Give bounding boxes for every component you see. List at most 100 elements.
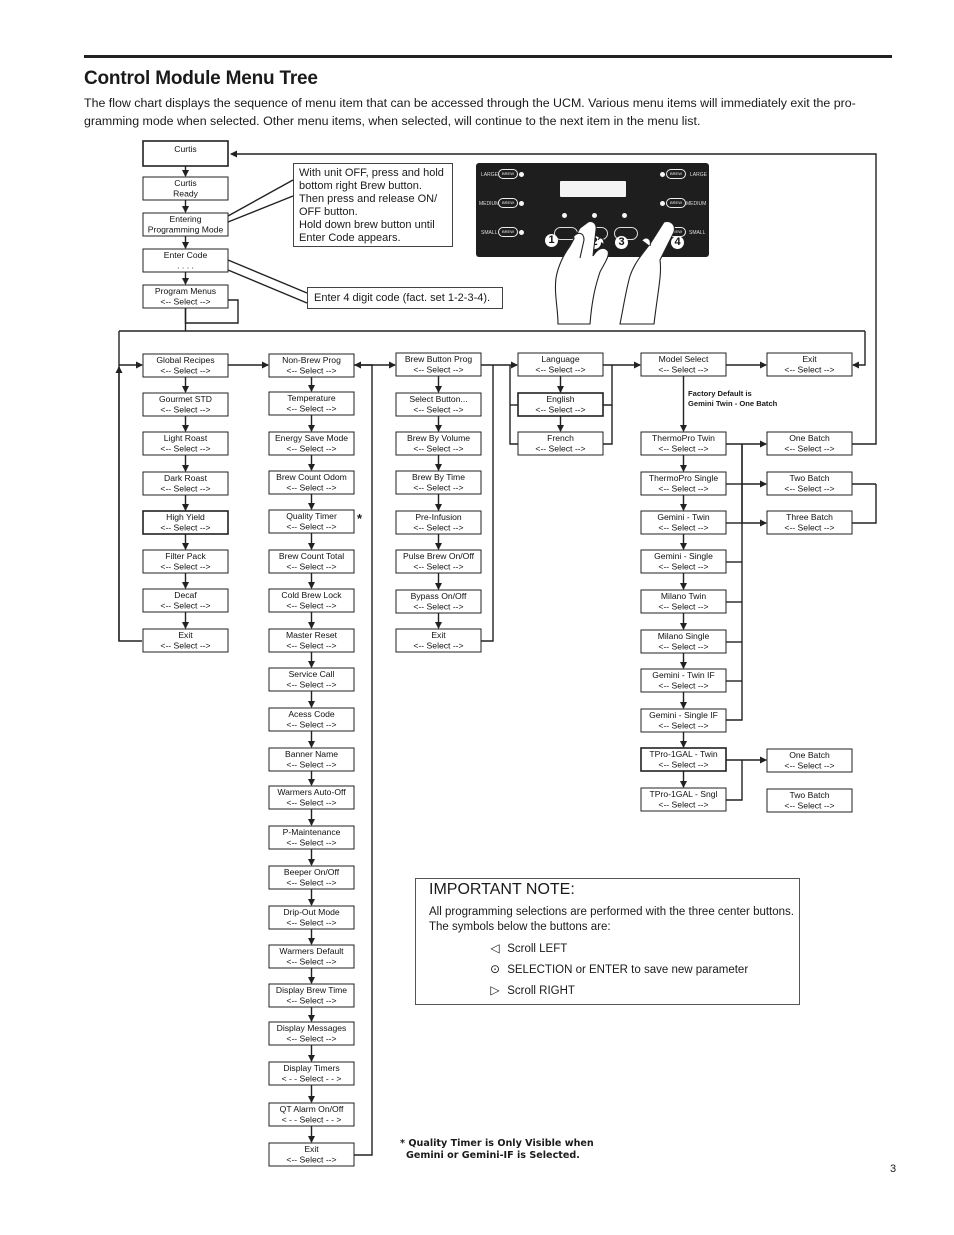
- panel-label: MEDIUM: [479, 201, 500, 207]
- menu-box-text: <-- Select -->: [658, 642, 708, 652]
- menu-box-text: Gemini - Single IF: [649, 710, 718, 720]
- menu-box-text: Curtis: [174, 144, 196, 154]
- menu-box-frame: [142, 212, 229, 237]
- menu-box-frame: [268, 1061, 355, 1086]
- menu-box-text: <-- Select -->: [535, 405, 585, 415]
- menu-box-frame: [640, 471, 727, 496]
- menu-box-gemini-twin-if: Gemini - Twin IF<-- Select -->: [640, 668, 727, 693]
- menu-box-gemini-twin: Gemini - Twin<-- Select -->: [640, 510, 727, 535]
- menu-box-frame: [640, 431, 727, 456]
- menu-box-global-recipes: Global Recipes<-- Select -->: [142, 353, 229, 378]
- menu-box-frame: [766, 788, 853, 813]
- menu-box-text: <-- Select -->: [286, 641, 336, 651]
- quality-timer-asterisk: *: [357, 511, 363, 526]
- page-number: 3: [890, 1163, 897, 1175]
- menu-box-text: <-- Select -->: [160, 562, 210, 572]
- menu-box-text: Gemini - Twin IF: [652, 670, 714, 680]
- menu-box-frame: [640, 747, 727, 772]
- menu-box-text: Brew By Volume: [407, 433, 470, 443]
- menu-box-program-menus: Program Menus<-- Select -->: [142, 284, 229, 309]
- circle-dot-icon: ⊙: [489, 962, 501, 976]
- callout-leader: [227, 269, 308, 304]
- menu-box-text: Curtis: [174, 178, 196, 188]
- menu-box-brew-count-total: Brew Count Total<-- Select -->: [268, 549, 355, 574]
- indicator-light: [519, 201, 524, 206]
- menu-box-text: <-- Select -->: [413, 602, 463, 612]
- menu-box-text: <-- Select -->: [286, 760, 336, 770]
- menu-box-tpro-sngl: TPro-1GAL - Sngl<-- Select -->: [640, 787, 727, 812]
- menu-box-display-timers: Display Timers< - - Select - - >: [268, 1061, 355, 1086]
- menu-box-text: Dark Roast: [164, 473, 208, 483]
- menu-box-text: Brew Count Total: [279, 551, 344, 561]
- menu-box-language: Language<-- Select -->: [517, 352, 604, 377]
- symbol-row-scroll-left: ◁ Scroll LEFT: [486, 941, 567, 955]
- menu-box-text: <-- Select -->: [286, 522, 336, 532]
- menu-box-filter-pack: Filter Pack<-- Select -->: [142, 549, 229, 574]
- menu-box-thermopro-twin: ThermoPro Twin<-- Select -->: [640, 431, 727, 456]
- menu-box-text: Master Reset: [286, 630, 338, 640]
- menu-box-text: Banner Name: [285, 749, 338, 759]
- symbol-label: Scroll LEFT: [507, 943, 568, 955]
- menu-box-text: Filter Pack: [165, 551, 206, 561]
- menu-box-frame: [268, 1142, 355, 1167]
- menu-box-text: <-- Select -->: [286, 838, 336, 848]
- power-on-callout: With unit OFF, press and hold bottom rig…: [293, 163, 453, 247]
- menu-box-text: Pulse Brew On/Off: [403, 551, 475, 561]
- menu-box-cold-brew-lock: Cold Brew Lock<-- Select -->: [268, 588, 355, 613]
- menu-box-frame: [142, 471, 229, 496]
- menu-box-milano-single: Milano Single<-- Select -->: [640, 629, 727, 654]
- menu-box-gemini-single-if: Gemini - Single IF<-- Select -->: [640, 708, 727, 733]
- menu-box-banner-name: Banner Name<-- Select -->: [268, 747, 355, 772]
- menu-box-tpro-twin: TPro-1GAL - Twin<-- Select -->: [640, 747, 727, 772]
- menu-box-thermopro-single: ThermoPro Single<-- Select -->: [640, 471, 727, 496]
- menu-box-text: <-- Select -->: [413, 365, 463, 375]
- factory-default-line: Gemini Twin - One Batch: [688, 399, 778, 408]
- bus-arrow: [852, 331, 866, 369]
- menu-box-frame: [268, 707, 355, 732]
- panel-label: MEDIUM: [686, 201, 707, 207]
- menu-box-frame: [640, 549, 727, 574]
- important-note-body: All programming selections are performed…: [429, 906, 794, 933]
- enter-code-callout: Enter 4 digit code (fact. set 1-2-3-4).: [307, 287, 503, 309]
- menu-box-text: <-- Select -->: [413, 444, 463, 454]
- callout-leader: [227, 259, 308, 294]
- menu-box-two-batch-tpro: Two Batch<-- Select -->: [766, 788, 853, 813]
- menu-box-text: One Batch: [789, 750, 830, 760]
- menu-box-frame: [766, 352, 853, 377]
- menu-box-text: Select Button...: [409, 394, 467, 404]
- important-note-box: IMPORTANT NOTE: All programming selectio…: [415, 878, 800, 1005]
- menu-box-text: <-- Select -->: [658, 484, 708, 494]
- menu-box-text: <-- Select -->: [286, 366, 336, 376]
- menu-box-high-yield: High Yield<-- Select -->: [142, 510, 229, 535]
- menu-box-text: <-- Select -->: [784, 484, 834, 494]
- menu-box-text: <-- Select -->: [160, 641, 210, 651]
- menu-box-text: <-- Select -->: [286, 720, 336, 730]
- menu-box-frame: [640, 352, 727, 377]
- menu-box-text: <-- Select -->: [658, 602, 708, 612]
- menu-box-english: English<-- Select -->: [517, 392, 604, 417]
- brew-button-pill: BREW: [498, 169, 518, 179]
- menu-box-text: <-- Select -->: [658, 444, 708, 454]
- menu-box-text: <-- Select -->: [160, 405, 210, 415]
- indicator-light: [519, 230, 524, 235]
- menu-box-text: Three Batch: [786, 512, 833, 522]
- menu-box-acess-code: Acess Code<-- Select -->: [268, 707, 355, 732]
- menu-box-text: . . . .: [177, 261, 194, 271]
- menu-box-frame: [395, 470, 482, 495]
- menu-box-frame: [640, 510, 727, 535]
- menu-box-non-brew-prog: Non-Brew Prog<-- Select -->: [268, 353, 355, 378]
- menu-box-text: Ready: [173, 189, 199, 199]
- menu-box-text: <-- Select -->: [535, 444, 585, 454]
- menu-box-text: <-- Select -->: [784, 444, 834, 454]
- menu-box-warmers-auto-off: Warmers Auto-Off<-- Select -->: [268, 785, 355, 810]
- menu-box-temperature: Temperature<-- Select -->: [268, 391, 355, 416]
- triangle-right-icon: ▷: [490, 983, 500, 997]
- symbol-row-select: ⊙ SELECTION or ENTER to save new paramet…: [486, 962, 748, 976]
- menu-box-display-brew-time: Display Brew Time<-- Select -->: [268, 983, 355, 1008]
- step-number-3: 3: [615, 236, 628, 249]
- menu-box-two-batch: Two Batch<-- Select -->: [766, 471, 853, 496]
- menu-box-three-batch: Three Batch<-- Select -->: [766, 510, 853, 535]
- brew-button-pill: BREW: [498, 198, 518, 208]
